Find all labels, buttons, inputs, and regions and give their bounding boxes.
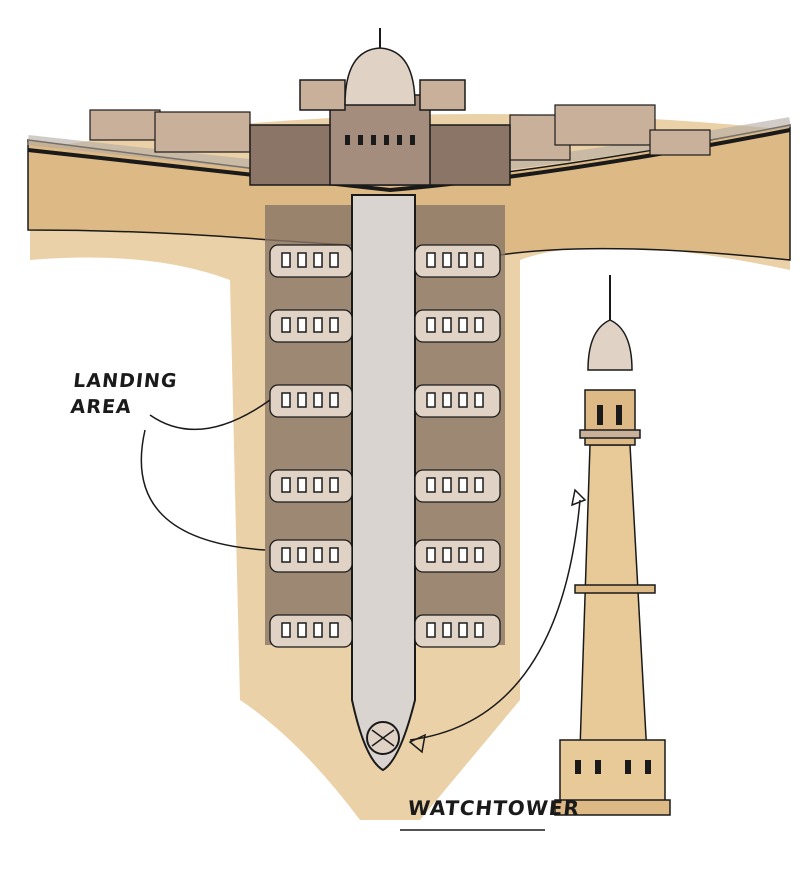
window (474, 622, 484, 638)
window (281, 252, 291, 268)
watchtower-label: WATCHTOWER (406, 796, 582, 820)
arrow-head-icon (570, 488, 587, 507)
window (329, 622, 339, 638)
window (281, 317, 291, 333)
window (458, 392, 468, 408)
window (474, 317, 484, 333)
watch-pod (366, 721, 400, 755)
window (297, 317, 307, 333)
landing-area-label: LANDING AREA (69, 370, 179, 418)
window (313, 317, 323, 333)
arrow-landing-lower (140, 429, 266, 551)
window (442, 392, 452, 408)
window (281, 547, 291, 563)
window (442, 252, 452, 268)
window (297, 622, 307, 638)
watchtower (554, 275, 671, 816)
window (281, 392, 291, 408)
window (329, 477, 339, 493)
window (297, 547, 307, 563)
window (474, 477, 484, 493)
window (313, 477, 323, 493)
window (329, 547, 339, 563)
arrow-head-icon (408, 733, 426, 754)
window (426, 622, 436, 638)
window (297, 392, 307, 408)
window (474, 252, 484, 268)
window (426, 547, 436, 563)
window (313, 392, 323, 408)
annotation-arrows (140, 399, 587, 831)
window (458, 547, 468, 563)
window (329, 392, 339, 408)
window (329, 317, 339, 333)
window (458, 477, 468, 493)
central-corridor (351, 194, 416, 772)
window (426, 317, 436, 333)
window (426, 392, 436, 408)
window (297, 252, 307, 268)
window (442, 547, 452, 563)
central-palace (249, 28, 511, 186)
window (313, 547, 323, 563)
window (426, 252, 436, 268)
window (442, 477, 452, 493)
window (474, 547, 484, 563)
window (281, 622, 291, 638)
landing-balconies (269, 244, 501, 648)
window (329, 252, 339, 268)
window (313, 252, 323, 268)
arrow-landing-upper (149, 399, 271, 431)
window (474, 392, 484, 408)
arrow-tower-pod (409, 499, 581, 741)
window (458, 622, 468, 638)
window (442, 622, 452, 638)
window (426, 477, 436, 493)
window (458, 317, 468, 333)
window (281, 477, 291, 493)
window (442, 317, 452, 333)
window (297, 477, 307, 493)
window (313, 622, 323, 638)
window (458, 252, 468, 268)
